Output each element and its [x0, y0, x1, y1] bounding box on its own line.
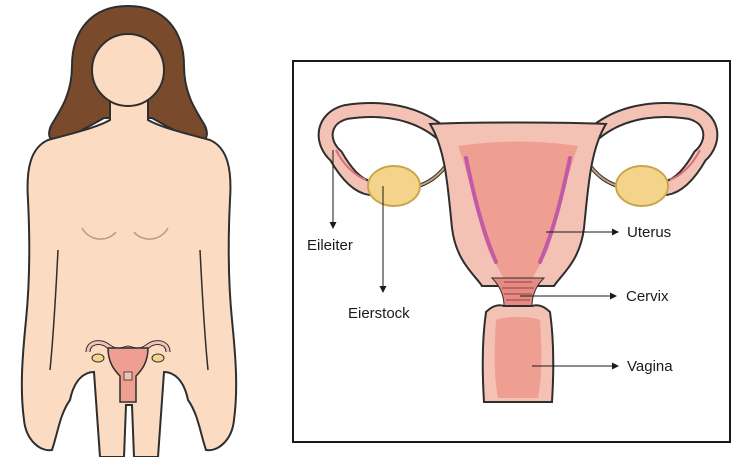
label-uterus: Uterus — [627, 224, 671, 241]
face — [92, 34, 164, 106]
ovary-left — [368, 166, 420, 206]
label-ovary: Eierstock — [348, 305, 410, 322]
ovary-right — [616, 166, 668, 206]
label-vagina: Vagina — [627, 358, 673, 375]
torso — [22, 100, 236, 457]
label-fallopian-tube: Eileiter — [307, 237, 353, 254]
label-cervix: Cervix — [626, 288, 669, 305]
female-figure — [22, 6, 236, 457]
